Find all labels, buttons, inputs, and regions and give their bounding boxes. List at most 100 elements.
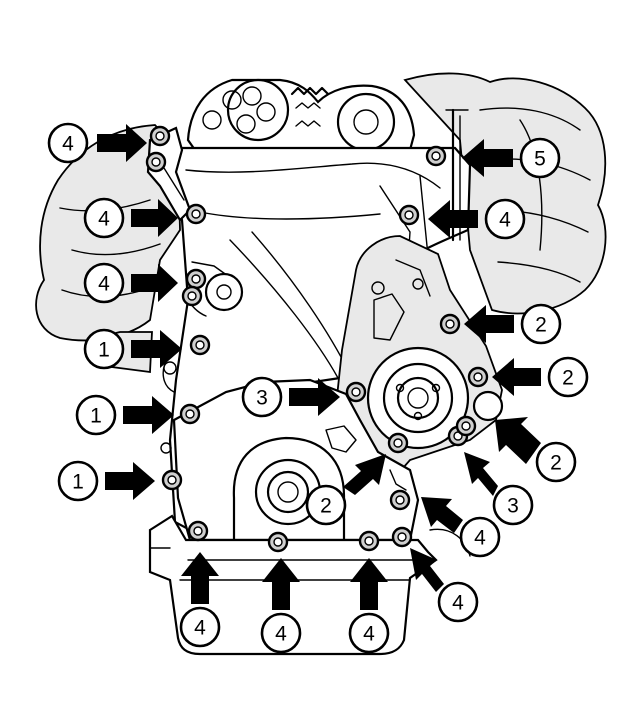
callout-11: 2 — [495, 417, 577, 483]
callout-layer: 4 4 4 1 1 1 5 — [47, 122, 589, 654]
callout-circle — [179, 606, 221, 648]
callout-1: 4 — [47, 122, 147, 164]
callout-arrow — [262, 558, 300, 610]
callout-17: 4 — [179, 552, 221, 648]
bolt-head — [161, 469, 183, 491]
bolt-head — [389, 489, 411, 511]
callout-12: 3 — [464, 452, 534, 526]
callout-number: 4 — [98, 208, 110, 231]
bolt-head-inner — [431, 151, 441, 161]
callout-arrow — [495, 417, 541, 464]
callout-arrow — [428, 200, 478, 238]
callout-circle — [57, 460, 99, 502]
callout-arrow — [289, 378, 340, 416]
lower-timing-cover — [160, 357, 420, 542]
pump-boss-right — [472, 390, 504, 422]
callout-number: 4 — [452, 592, 464, 615]
callout-circle — [459, 516, 501, 558]
bolt-head — [179, 403, 201, 425]
bolt-head — [185, 268, 207, 290]
callout-number: 4 — [275, 623, 287, 646]
cam-gear-right — [336, 92, 396, 152]
callout-arrow — [464, 452, 498, 496]
bolt-head-inner — [351, 387, 361, 397]
callout-arrow — [464, 305, 514, 343]
bolt-head — [387, 432, 409, 454]
bolt-head-inner — [461, 421, 471, 431]
callout-arrow — [97, 124, 147, 162]
callout-arrow — [343, 454, 386, 495]
callout-16: 4 — [410, 548, 479, 623]
callout-number: 1 — [90, 405, 102, 428]
callout-7: 5 — [462, 137, 561, 179]
bolt-head-inner — [167, 475, 177, 485]
callout-14: 2 — [305, 454, 386, 526]
water-pump-housing — [335, 235, 504, 478]
callout-18: 4 — [260, 558, 302, 654]
callout-2: 4 — [83, 197, 178, 239]
bolt-head-inner — [185, 409, 195, 419]
callout-arrow — [105, 462, 155, 500]
callout-circle — [437, 581, 479, 623]
bolt-head-inner — [193, 526, 203, 536]
bolt-head-inner — [404, 210, 414, 220]
callout-10: 2 — [492, 356, 589, 398]
bolt-head-inner — [191, 274, 201, 284]
bolt-head-inner — [155, 131, 165, 141]
callout-circle — [47, 122, 89, 164]
callout-number: 4 — [363, 623, 375, 646]
bolt-head-inner — [273, 537, 283, 547]
callout-circle — [83, 197, 125, 239]
bolt-head-inner — [473, 372, 483, 382]
bolt-head — [425, 145, 447, 167]
callout-5: 1 — [75, 394, 174, 436]
bolt-head-inner — [393, 438, 403, 448]
bolt-head-inner — [187, 291, 197, 301]
callout-circle — [520, 303, 562, 345]
bolt-head — [439, 313, 461, 335]
bolt-head — [358, 530, 380, 552]
callout-number: 2 — [535, 314, 547, 337]
callout-circle — [535, 441, 577, 483]
callout-arrow — [421, 497, 463, 533]
callout-15: 4 — [421, 497, 501, 558]
callout-circle — [484, 198, 526, 240]
callout-arrow — [492, 358, 541, 396]
callout-arrow — [410, 548, 444, 592]
callout-circle — [83, 328, 125, 370]
bolt-head — [187, 520, 209, 542]
bolt-head-inner — [151, 157, 161, 167]
bolt-head-inner — [445, 319, 455, 329]
callout-circle — [492, 484, 534, 526]
bolt-head — [267, 531, 289, 553]
callout-arrow — [131, 199, 178, 237]
callout-number: 4 — [98, 273, 110, 296]
callout-3: 4 — [83, 262, 178, 304]
bolt-head — [467, 366, 489, 388]
callout-circle — [305, 484, 347, 526]
callout-circle — [241, 376, 283, 418]
bolt-head — [145, 151, 167, 173]
callout-number: 2 — [550, 452, 562, 475]
callout-number: 5 — [534, 148, 546, 171]
callout-circle — [75, 394, 117, 436]
bolt-head — [345, 381, 367, 403]
bolt-head — [391, 526, 413, 548]
tensioner-pulley — [204, 272, 244, 312]
bolt-head — [189, 334, 211, 356]
bolt-head — [455, 415, 477, 437]
bolt-head-inner — [397, 532, 407, 542]
callout-19: 4 — [348, 558, 390, 654]
callout-number: 4 — [62, 133, 74, 156]
callout-number: 3 — [256, 387, 268, 410]
callout-arrow — [131, 264, 178, 302]
callout-4: 1 — [83, 328, 182, 370]
callout-number: 3 — [507, 495, 519, 518]
callout-circle — [348, 612, 390, 654]
callout-circle — [519, 137, 561, 179]
callout-arrow — [462, 139, 513, 177]
callout-number: 4 — [194, 617, 206, 640]
callout-8: 4 — [428, 198, 526, 240]
